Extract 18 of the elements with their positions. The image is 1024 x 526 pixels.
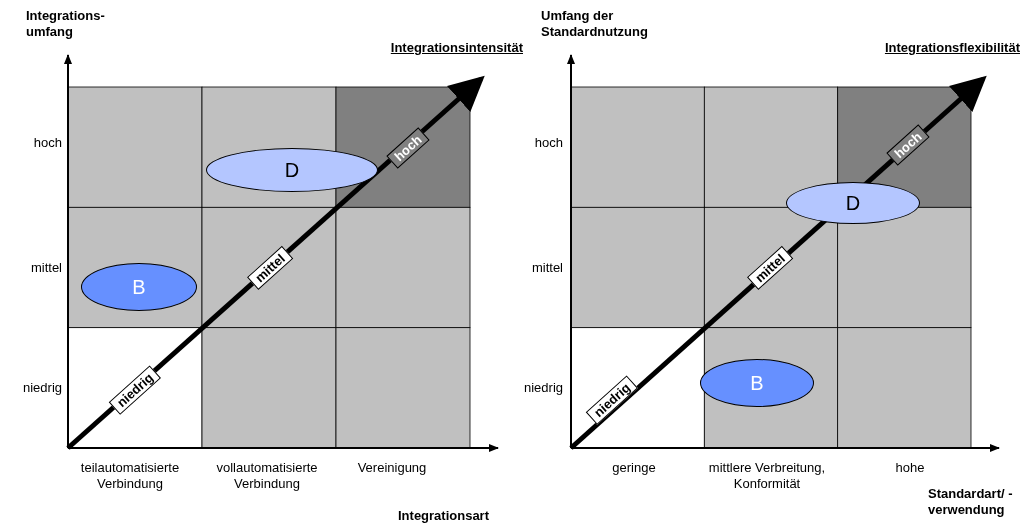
tick-label: teilautomatisierte Verbindung (79, 460, 181, 492)
tick-label: Vereinigung (356, 460, 428, 476)
axis-title: Integrations- umfang (26, 8, 106, 40)
tick-label: hohe (894, 460, 926, 476)
tick-label: mittel (530, 260, 563, 276)
tick-label: niedrig (522, 380, 563, 396)
tick-label: mittlere Verbreitung, Konformität (707, 460, 827, 492)
diagonal-title: Integrationsflexibilität (883, 40, 1020, 56)
tick-label: hoch (533, 135, 563, 151)
axis-title: Umfang der Standardnutzung (541, 8, 649, 40)
axis-title: Standardart/ -verwendung (928, 486, 1014, 518)
tick-label: vollautomatisierte Verbindung (215, 460, 319, 492)
diagonal-title: Integrationsintensität (389, 40, 523, 56)
tick-label: hoch (32, 135, 62, 151)
tick-label: geringe (611, 460, 657, 476)
tick-label: mittel (29, 260, 62, 276)
tick-label: niedrig (21, 380, 62, 396)
axis-title: Integrationsart (398, 508, 490, 524)
